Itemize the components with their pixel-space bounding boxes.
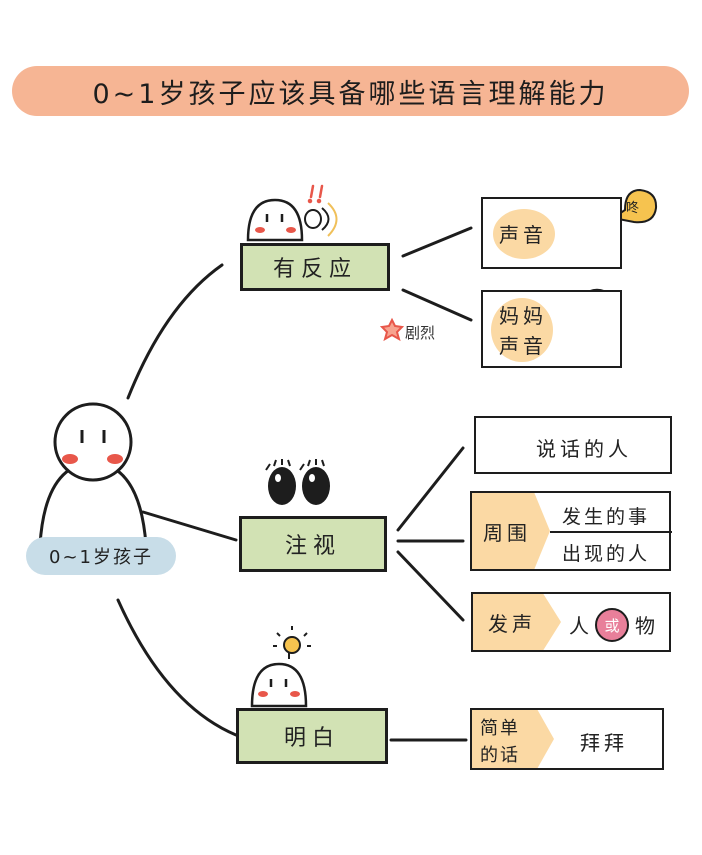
gaze-item-vocalizing: 发声 人 或 物	[471, 592, 671, 652]
gaze-sub-events: 发生的事	[562, 506, 651, 528]
branch-understand-label: 明白	[283, 726, 340, 751]
speaker-icon	[304, 202, 338, 237]
understand-tag: 简单 的话	[472, 710, 554, 768]
title-banner: 0~1岁孩子应该具备哪些语言理解能力	[12, 66, 689, 116]
lightbulb-icon	[273, 626, 311, 659]
gaze-tag-vocalizing: 发声	[473, 594, 561, 650]
center-child-figure	[38, 402, 148, 547]
reaction-item-sound-text: 声音	[499, 223, 547, 247]
connector-center-to-gaze	[141, 510, 238, 542]
understand-item-value: 拜拜	[580, 731, 628, 755]
intensity-star-icon	[379, 317, 405, 342]
gaze-tag-vocalizing-text: 发声	[488, 611, 536, 636]
understand-head	[250, 662, 308, 708]
understand-head-face	[258, 679, 300, 697]
exclamation-icon	[307, 184, 324, 204]
branch-gaze: 注视	[239, 516, 387, 572]
gaze-tag-surroundings-text: 周围	[483, 520, 531, 545]
gaze-vocalizing-or-text: 或	[604, 616, 620, 635]
connector-center-to-understand	[116, 598, 238, 737]
reaction-item-mother-line1: 妈妈	[499, 304, 547, 328]
connector-gaze-item1	[396, 446, 465, 532]
gaze-item-speaker: 说话的人	[474, 416, 672, 474]
gaze-item-speaker-text: 说话的人	[536, 437, 632, 461]
sound-bubble-icon	[610, 188, 658, 224]
center-child-face	[62, 430, 123, 464]
gaze-vocalizing-object: 物	[635, 614, 659, 638]
gaze-vocalizing-or-badge: 或	[595, 608, 629, 642]
center-label-text: 0~1岁孩子	[49, 547, 153, 568]
connector-gaze-item3	[396, 550, 465, 622]
intensity-annotation: 剧烈	[405, 324, 436, 342]
connector-reaction-item2	[401, 288, 473, 322]
reaction-item-sound: 声音	[481, 197, 622, 269]
branch-understand: 明白	[236, 708, 388, 764]
divider	[550, 531, 672, 533]
branch-gaze-label: 注视	[284, 534, 341, 559]
connector-reaction-item1	[401, 226, 473, 258]
item-highlight	[491, 298, 553, 362]
understand-item-phrase: 简单 的话 拜拜	[470, 708, 664, 770]
gaze-tag-surroundings: 周围	[472, 493, 550, 569]
reaction-item-mother: 妈妈 声音	[481, 290, 622, 368]
reaction-item-mother-line2: 声音	[499, 334, 547, 358]
eyes-icon	[265, 459, 330, 505]
connector-center-to-reaction	[126, 263, 224, 400]
understand-tag-line2: 的话	[480, 745, 520, 766]
gaze-sub-people: 出现的人	[562, 543, 651, 565]
gaze-item-surroundings: 周围 发生的事 出现的人	[470, 491, 672, 571]
drum-sound-text: 咚	[626, 201, 640, 216]
reaction-head	[246, 198, 304, 242]
page-title: 0~1岁孩子应该具备哪些语言理解能力	[92, 78, 609, 110]
gaze-vocalizing-person: 人	[569, 614, 593, 638]
reaction-head-face	[255, 214, 296, 233]
item-highlight	[493, 209, 555, 259]
branch-reaction-label: 有反应	[272, 257, 357, 282]
center-label: 0~1岁孩子	[26, 537, 176, 575]
understand-tag-line1: 简单	[480, 718, 520, 739]
branch-reaction: 有反应	[240, 243, 390, 291]
